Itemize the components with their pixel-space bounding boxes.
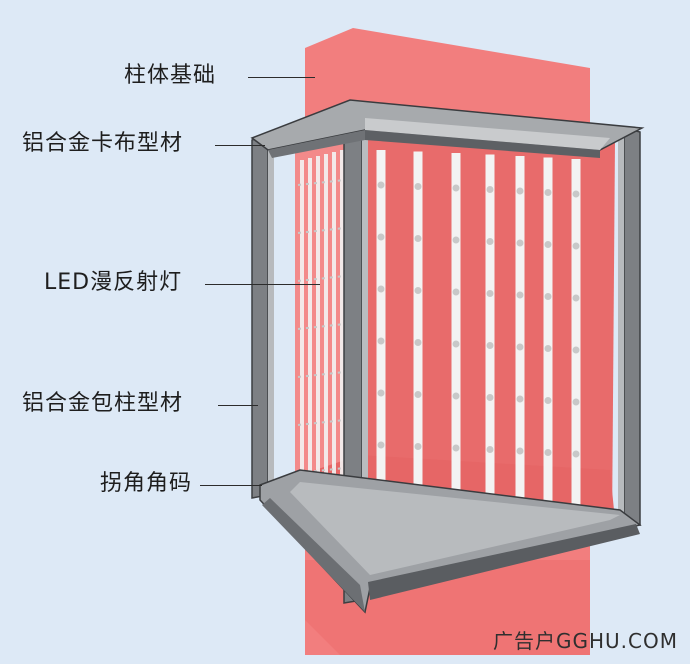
led-bead — [377, 181, 385, 189]
led-bead — [486, 342, 494, 349]
led-bead — [377, 285, 385, 293]
led-bead — [486, 394, 494, 401]
led-bead — [572, 450, 580, 458]
led-bead — [452, 392, 460, 400]
led-bead — [452, 444, 460, 452]
led-bead — [414, 287, 422, 294]
led-bead — [486, 238, 494, 245]
leader-aluminum-column-profile — [218, 405, 258, 406]
led-bead — [486, 290, 494, 297]
led-bead-row-side — [297, 274, 355, 282]
led-bead — [516, 291, 524, 299]
led-strip — [543, 157, 553, 520]
led-bead — [414, 391, 422, 398]
led-bead — [377, 389, 385, 397]
led-bead — [377, 337, 385, 345]
led-strip-side — [300, 160, 304, 510]
led-bead — [572, 346, 580, 354]
led-bead — [414, 443, 422, 450]
led-bead-row-side — [297, 322, 355, 330]
aluminum-fabric-profile-top — [250, 99, 645, 158]
led-bead — [377, 233, 385, 241]
watermark: 广告户GGHU.COM — [493, 629, 678, 653]
led-bead-row-side — [297, 370, 355, 378]
led-bead-row-side — [297, 418, 355, 426]
led-strip — [571, 159, 581, 514]
label-led-diffuse-light: LED漫反射灯 — [44, 270, 183, 295]
led-strip-side — [324, 154, 328, 525]
led-bead — [377, 441, 385, 449]
led-bead — [572, 294, 580, 302]
label-corner-bracket: 拐角角码 — [100, 471, 193, 496]
leader-led-diffuse-light — [205, 284, 320, 285]
led-bead — [544, 397, 552, 404]
led-strip — [413, 151, 423, 544]
led-bead-row-side — [297, 178, 355, 186]
led-bead — [544, 345, 552, 352]
led-bead — [452, 340, 460, 348]
led-strip-side — [332, 152, 336, 530]
label-aluminum-column-profile: 铝合金包柱型材 — [22, 391, 184, 416]
led-bead — [544, 189, 552, 196]
led-bead — [572, 190, 580, 198]
led-strip — [376, 150, 386, 550]
led-bead — [516, 343, 524, 351]
led-bead — [544, 241, 552, 248]
led-bead — [544, 293, 552, 300]
led-bead — [414, 235, 422, 242]
leader-column-base — [248, 77, 315, 78]
led-bead — [414, 183, 422, 190]
led-strip-side — [316, 156, 320, 520]
led-bead — [486, 186, 494, 193]
led-bead-row-side — [297, 226, 355, 234]
led-bead — [516, 395, 524, 403]
led-bead — [572, 242, 580, 250]
led-bead — [486, 446, 494, 453]
leader-corner-bracket — [200, 485, 262, 486]
back-led-strips — [376, 150, 581, 550]
led-strip-side — [340, 150, 344, 535]
led-bead — [516, 239, 524, 247]
led-bead — [414, 339, 422, 346]
led-bead — [452, 184, 460, 192]
led-bead — [452, 236, 460, 244]
led-bead — [452, 288, 460, 296]
led-bead — [544, 449, 552, 456]
led-strip — [515, 156, 525, 526]
led-strip-side — [308, 158, 312, 515]
corner-bracket-bottom-frame — [259, 469, 642, 614]
label-column-base: 柱体基础 — [124, 63, 217, 88]
led-bead — [516, 447, 524, 455]
led-bead — [572, 398, 580, 406]
leader-aluminum-fabric-profile — [215, 145, 265, 146]
led-bead — [516, 187, 524, 195]
label-aluminum-fabric-profile: 铝合金卡布型材 — [22, 131, 184, 156]
